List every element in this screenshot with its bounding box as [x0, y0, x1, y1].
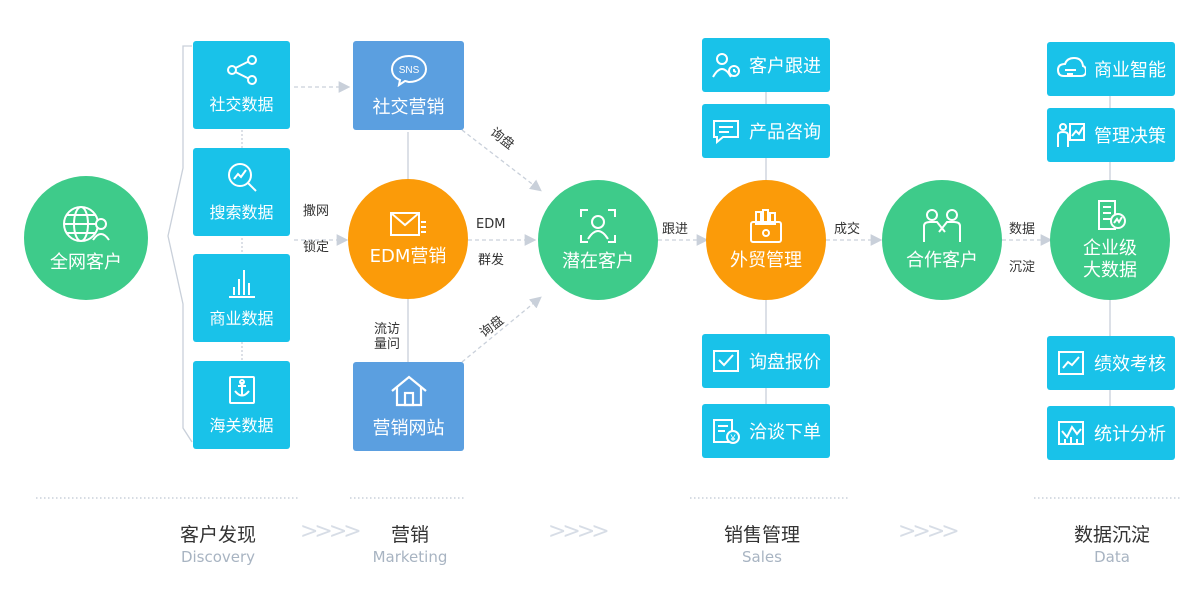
- node-partner-customers: 合作客户: [882, 180, 1002, 300]
- tile-performance-review[interactable]: 绩效考核: [1047, 336, 1175, 390]
- label-edm: EDM: [476, 217, 506, 232]
- tile-customer-followup[interactable]: 客户跟进: [702, 38, 830, 92]
- tile-marketing-site-label: 营销网站: [372, 417, 445, 439]
- node-edm-marketing: EDM营销: [348, 179, 468, 299]
- chevrons-1: >>>>: [300, 519, 362, 544]
- node-all-customers-label: 全网客户: [50, 252, 122, 273]
- search-chart-icon: [227, 163, 257, 192]
- tile-negotiate-order[interactable]: ¥ 洽谈下单: [702, 404, 830, 458]
- label-mass-send: 群发: [478, 253, 505, 268]
- stage-marketing-title: 营销: [390, 524, 429, 546]
- stage-marketing-subtitle: Marketing: [372, 548, 448, 566]
- node-partner-customers-label: 合作客户: [906, 250, 978, 271]
- tile-inquiry-quote-label: 询盘报价: [749, 352, 821, 373]
- svg-text:SNS: SNS: [398, 65, 419, 76]
- node-trade-management: 外贸管理: [706, 180, 826, 300]
- tile-business-data[interactable]: 商业数据: [193, 254, 290, 342]
- share-nodes-icon: [226, 55, 257, 85]
- tile-business-data-label: 商业数据: [209, 309, 274, 328]
- node-big-data-line1: 企业级: [1083, 238, 1137, 259]
- tile-negotiate-order-label: 洽谈下单: [749, 422, 821, 443]
- label-settle: 沉淀: [1009, 260, 1036, 275]
- chat-icon: [713, 120, 739, 145]
- svg-text:¥: ¥: [729, 433, 736, 443]
- label-cast-net: 撒网: [303, 204, 330, 219]
- label-lock: 锁定: [303, 240, 330, 255]
- stats-icon: [1058, 421, 1084, 445]
- tile-social-data[interactable]: 社交数据: [193, 41, 290, 129]
- bar-chart-icon: [228, 270, 255, 298]
- line-chart-icon: [1058, 351, 1084, 375]
- bracket-left: [167, 45, 193, 443]
- handshake-icon: [923, 209, 961, 242]
- label-visit-1: 流访: [374, 322, 401, 337]
- node-potential-customers-label: 潜在客户: [562, 251, 634, 272]
- node-enterprise-big-data: 企业级 大数据: [1050, 180, 1170, 300]
- tile-search-data-label: 搜索数据: [209, 203, 274, 222]
- stage-discovery-title: 客户发现: [179, 524, 256, 546]
- stage-discovery-subtitle: Discovery: [180, 548, 256, 566]
- arrow-social-potential: [461, 129, 542, 192]
- anchor-book-icon: [228, 376, 255, 404]
- tile-marketing-site[interactable]: 营销网站: [353, 362, 464, 451]
- bill-icon: ¥: [713, 419, 740, 444]
- label-visit-2: 量问: [374, 337, 401, 352]
- node-all-customers: 全网客户: [24, 176, 148, 300]
- checklist-icon: [713, 350, 739, 372]
- mail-icon: [390, 212, 426, 236]
- arrow-site-potential: [461, 296, 542, 363]
- tile-performance-review-label: 绩效考核: [1094, 354, 1166, 375]
- tile-business-intelligence[interactable]: 商业智能: [1047, 42, 1175, 96]
- tile-product-inquiry-label: 产品咨询: [749, 122, 821, 143]
- tile-inquiry-quote[interactable]: 询盘报价: [702, 334, 830, 388]
- tile-search-data[interactable]: 搜索数据: [193, 148, 290, 236]
- tile-statistical-analysis-label: 统计分析: [1094, 424, 1166, 445]
- user-clock-icon: [712, 53, 740, 78]
- node-edm-marketing-label: EDM营销: [369, 246, 447, 267]
- label-deal: 成交: [834, 222, 861, 237]
- tile-management-decision-label: 管理决策: [1094, 126, 1166, 147]
- cloud-icon: [1056, 56, 1086, 77]
- node-trade-management-label: 外贸管理: [730, 250, 802, 271]
- tile-customs-data[interactable]: 海关数据: [193, 361, 290, 449]
- tile-management-decision[interactable]: 管理决策: [1047, 108, 1175, 162]
- tile-social-marketing[interactable]: SNS 社交营销: [353, 41, 464, 130]
- building-chart-icon: [1098, 200, 1126, 230]
- chevrons-3: >>>>: [898, 519, 960, 544]
- tile-social-marketing-label: 社交营销: [372, 96, 445, 118]
- stage-sales-title: 销售管理: [723, 524, 800, 546]
- user-scan-icon: [580, 209, 616, 243]
- tile-business-intelligence-label: 商业智能: [1094, 60, 1166, 81]
- stage-data-title: 数据沉淀: [1073, 524, 1150, 546]
- home-icon: [390, 375, 427, 406]
- sns-bubble-icon: SNS: [390, 54, 427, 87]
- growth-chart-icon: [1057, 123, 1085, 147]
- tile-customs-data-label: 海关数据: [209, 416, 274, 435]
- tile-product-inquiry[interactable]: 产品咨询: [702, 104, 830, 158]
- node-potential-customers: 潜在客户: [538, 180, 658, 300]
- tile-statistical-analysis[interactable]: 统计分析: [1047, 406, 1175, 460]
- stage-sales-subtitle: Sales: [742, 548, 782, 566]
- globe-users-icon: [63, 206, 110, 242]
- node-big-data-line2: 大数据: [1083, 260, 1137, 281]
- label-follow: 跟进: [662, 222, 689, 237]
- label-data: 数据: [1009, 222, 1036, 237]
- stage-data-subtitle: Data: [1094, 548, 1130, 566]
- tile-social-data-label: 社交数据: [209, 95, 274, 114]
- shopping-bag-icon: [750, 209, 782, 243]
- chevrons-2: >>>>: [548, 519, 610, 544]
- tile-customer-followup-label: 客户跟进: [749, 56, 821, 77]
